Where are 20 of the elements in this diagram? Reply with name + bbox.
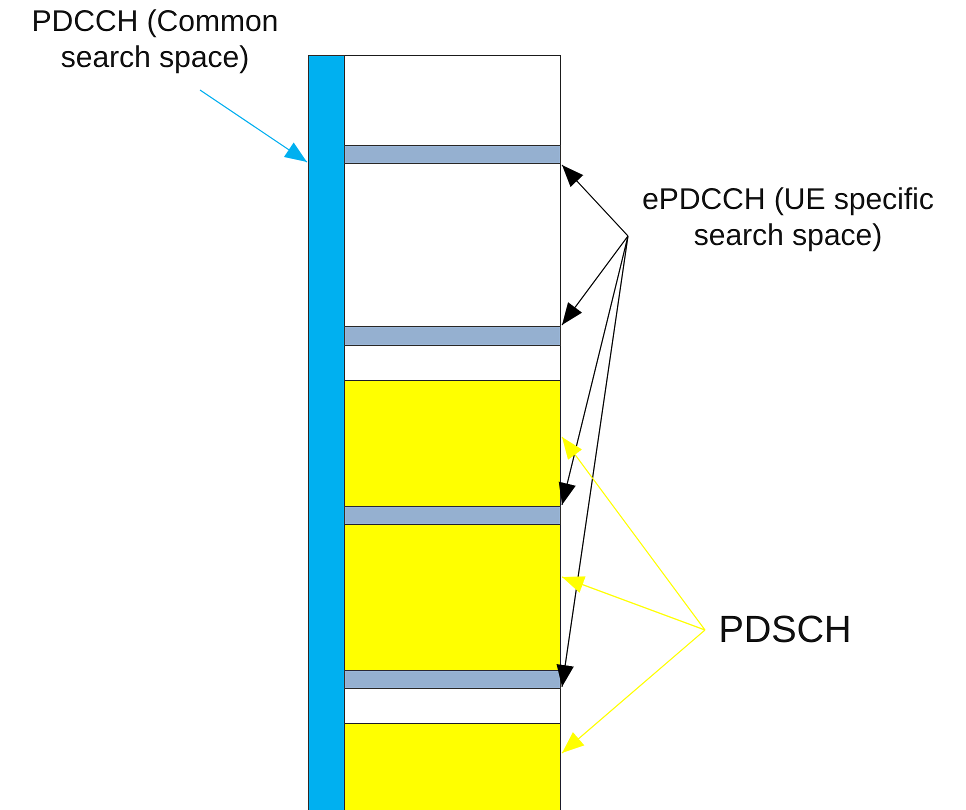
data-region-block bbox=[344, 380, 561, 507]
data-region-block bbox=[344, 723, 561, 810]
data-region-block bbox=[344, 524, 561, 671]
resource-grid bbox=[344, 55, 561, 810]
arrow bbox=[562, 436, 706, 630]
arrow bbox=[200, 90, 308, 162]
callout-label: PDCCH (Common search space) bbox=[30, 4, 280, 76]
control-channel-bar bbox=[308, 55, 345, 810]
arrow bbox=[562, 164, 628, 236]
arrow bbox=[562, 630, 706, 754]
search-space-bar bbox=[344, 506, 561, 525]
search-space-bar bbox=[344, 145, 561, 164]
search-space-bar bbox=[344, 670, 561, 689]
callout-label: PDSCH bbox=[717, 608, 853, 653]
search-space-bar bbox=[344, 326, 561, 346]
arrow bbox=[562, 236, 628, 326]
arrow bbox=[558, 236, 629, 506]
arrow bbox=[556, 236, 629, 688]
arrow bbox=[562, 576, 706, 631]
callout-label: ePDCCH (UE specific search space) bbox=[641, 182, 935, 254]
